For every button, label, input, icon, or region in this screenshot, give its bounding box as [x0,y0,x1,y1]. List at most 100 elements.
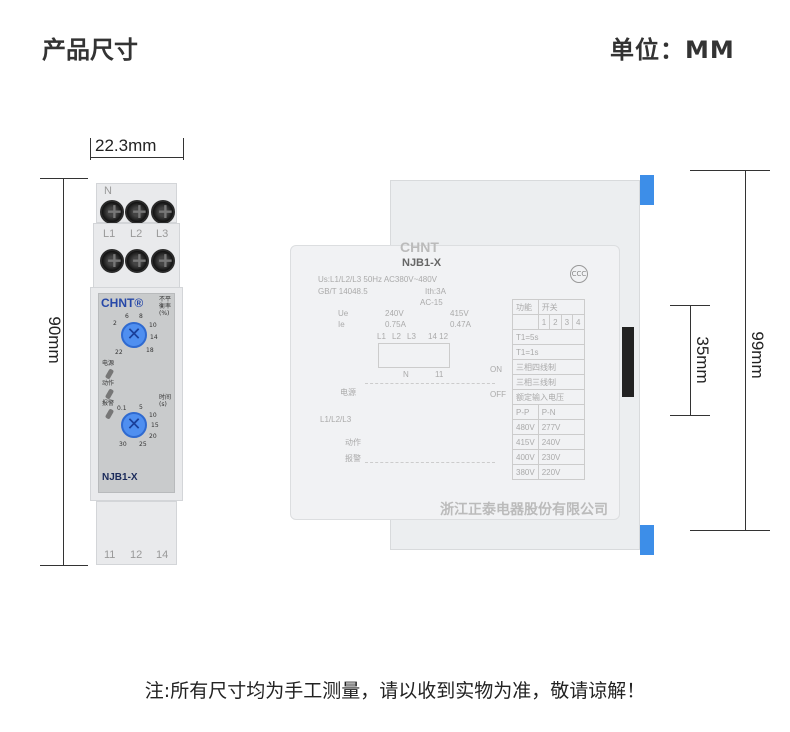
table-cell: 400V [512,449,539,465]
timing-diagram [365,383,495,463]
screw-icon [100,199,124,224]
table-cell: 277V [537,419,585,435]
front-view-device: N L1 L2 L3 CHNT® 不平衡率(%) ✕ 2 6 8 10 14 1… [90,183,183,565]
screw-icon [151,199,175,224]
category-line: AC-15 [420,298,443,307]
table-header: 开关 [537,299,585,315]
dim-tick [690,530,770,531]
ie-value: 0.75A [385,320,406,329]
knob1-scale-tick: 14 [150,334,158,341]
ue-value: 415V [450,309,469,318]
table-cell: 220V [537,464,585,480]
knob1-scale-tick: 18 [146,347,154,354]
switch-num: 4 [572,314,585,330]
knob1-scale-tick: 2 [113,320,117,327]
table-row: 额定输入电压 [512,389,585,405]
unit-label: 单位：MM [610,36,735,64]
timing-label: 电源 [340,388,356,397]
side-brand: CHNT [400,239,439,255]
switch-num: 3 [560,314,574,330]
screw-icon [125,199,149,224]
terminal-label: L2 [130,228,143,240]
switch-num: 2 [549,314,562,330]
depth-dim-label: 99mm [748,331,767,379]
dim-tick [670,415,710,416]
standard-line: GB/T 14048.5 [318,287,368,296]
knob1-scale-tick: 6 [125,313,129,320]
screw-icon [125,248,149,273]
rail-dim-line [690,305,691,415]
wiring-label: L3 [407,332,416,341]
wiring-label: 11 [435,370,444,379]
table-row: T1=1s [512,344,585,360]
rail-slot [622,327,634,397]
knob1-scale-tick: 22 [115,349,123,356]
wiring-label: 14 12 [428,332,449,341]
terminal-label: N [104,185,112,197]
terminal-label: 14 [156,549,169,561]
wiring-label: N [403,370,409,379]
knob2-scale-tick: 20 [149,433,157,440]
table-cell: 240V [537,434,585,450]
knob2-scale-tick: 5 [139,404,143,411]
knob2-scale-tick: 0.1 [117,405,127,412]
timing-label: 动作 [345,438,361,447]
table-cell: 415V [512,434,539,450]
side-model: NJB1-X [402,257,442,269]
page-title: 产品尺寸 [42,36,138,64]
table-row: 三相四线制 [512,359,585,375]
led-label: 报警 [102,400,115,407]
terminal-label: 12 [130,549,143,561]
ith-line: Ith:3A [425,287,446,296]
dim-tick [90,138,91,160]
ie-label: Ie [338,320,345,329]
brand-logo: CHNT® [101,296,144,310]
dim-tick [690,170,770,171]
width-dim-line [90,157,183,158]
width-dim-label: 22.3mm [95,136,157,155]
screw-icon [151,248,175,273]
knob2-scale-tick: 25 [139,441,147,448]
table-header: P-P [512,404,539,420]
wiring-label: L1 [377,332,386,341]
knob1-scale-tick: 8 [139,313,143,320]
company-name: 浙江正泰电器股份有限公司 [440,501,608,517]
timing-label: L1/L2/L3 [320,415,352,424]
table-header: P-N [537,404,585,420]
height-dim-label: 90mm [45,316,64,364]
dim-tick [40,565,88,566]
switch-off-label: OFF [490,390,506,399]
depth-dim-line [745,170,746,530]
ccc-mark-icon: CCC [570,265,588,283]
dim-tick [40,178,88,179]
switch-on-label: ON [490,365,502,374]
knob1-label: 不平衡率(%) [159,296,172,317]
alarm-led [104,408,115,420]
time-knob[interactable]: ✕ [121,412,147,438]
ue-value: 240V [385,309,404,318]
terminal-label: L3 [156,228,169,240]
table-cell: 230V [537,449,585,465]
ue-label: Ue [338,309,349,318]
table-row: T1=5s [512,329,585,345]
table-header: 功能 [512,299,539,315]
unbalance-knob[interactable]: ✕ [121,322,147,348]
knob2-scale-tick: 10 [149,412,157,419]
terminal-label: 11 [104,549,116,561]
dim-tick [183,138,184,160]
model-label: NJB1-X [102,472,138,483]
rating-line: Us:L1/L2/L3 50Hz AC380V~480V [318,275,437,284]
switch-num: 1 [537,314,551,330]
wiring-diagram [378,343,450,368]
power-led [104,368,115,380]
screw-icon [100,248,124,273]
table-row: 三相三线制 [512,374,585,390]
knob2-scale-tick: 15 [151,422,159,429]
action-led [104,388,115,400]
din-clip [640,525,654,555]
led-label: 动作 [102,380,115,387]
led-label: 电源 [102,360,115,367]
rail-dim-label: 35mm [693,336,712,384]
measurement-note: 注:所有尺寸均为手工测量，请以收到实物为准，敬请谅解！ [144,680,646,702]
